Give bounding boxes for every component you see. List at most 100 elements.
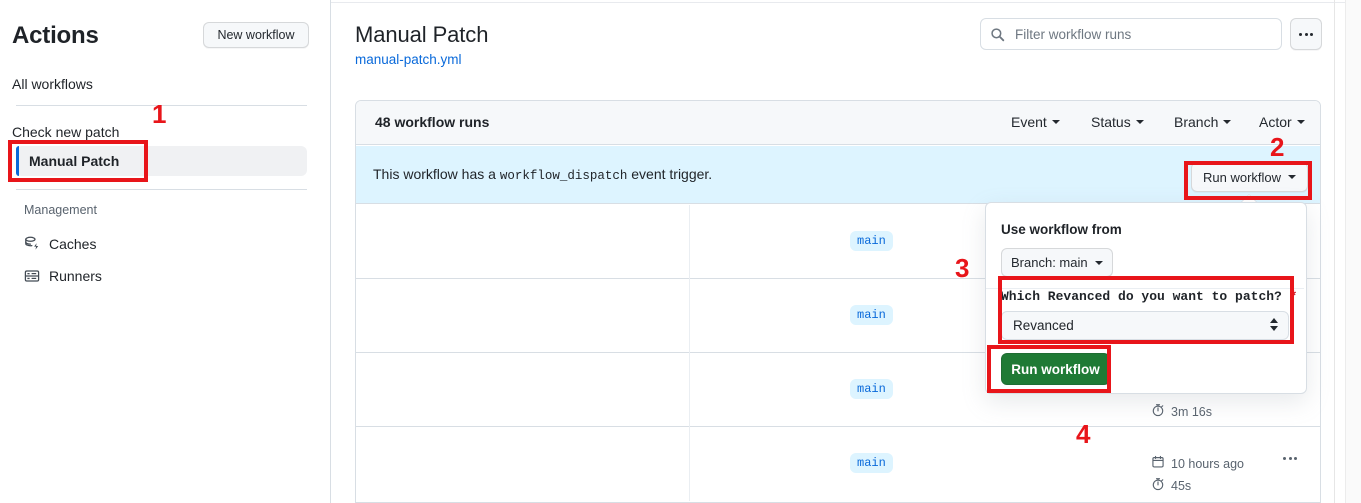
sidebar-item-all-workflows[interactable]: All workflows xyxy=(12,73,93,95)
run-workflow-button-label: Run workflow xyxy=(1202,169,1282,185)
chevron-down-icon xyxy=(1288,175,1297,179)
kebab-dot xyxy=(1310,32,1313,36)
sidebar-divider-bottom xyxy=(16,189,307,190)
annotation-number-4: 4 xyxy=(1076,419,1091,449)
table-row[interactable]: main xyxy=(356,205,1320,279)
sidebar-item-runners[interactable]: Runners xyxy=(24,265,102,287)
table-row[interactable]: main 10 hours ago xyxy=(356,427,1320,501)
chevron-down-icon xyxy=(1296,120,1305,124)
run-workflow-dropdown-panel: Use workflow from Branch: main Which Rev… xyxy=(985,202,1307,394)
branch-badge[interactable]: main xyxy=(850,453,893,473)
workflow-dispatch-banner: This workflow has a workflow_dispatch ev… xyxy=(356,146,1320,204)
workflow-file-link[interactable]: manual-patch.yml xyxy=(355,52,462,67)
sidebar-item-check-new-patch[interactable]: Check new patch xyxy=(12,121,119,143)
run-date: 10 hours ago xyxy=(1151,455,1244,472)
actions-sidebar: Actions New workflow All workflows Check… xyxy=(0,0,330,503)
filter-status-dropdown[interactable]: Status xyxy=(1091,114,1144,130)
annotation-box-3 xyxy=(998,276,1294,344)
kebab-dot xyxy=(1299,32,1302,36)
chevron-down-icon xyxy=(1135,120,1144,124)
row-divider xyxy=(689,205,690,279)
sidebar-divider-top xyxy=(16,105,307,106)
sidebar-item-label: Manual Patch xyxy=(29,153,120,169)
filter-label: Branch xyxy=(1174,114,1219,130)
calendar-icon xyxy=(1151,455,1165,472)
filter-event-dropdown[interactable]: Event xyxy=(1011,114,1060,130)
sidebar-item-manual-patch[interactable] xyxy=(16,146,307,176)
dispatch-banner-text: This workflow has a workflow_dispatch ev… xyxy=(373,166,712,183)
filter-label: Event xyxy=(1011,114,1047,130)
workflow-runs-count: 48 workflow runs xyxy=(375,114,490,130)
stopwatch-icon xyxy=(1151,403,1165,420)
branch-badge[interactable]: main xyxy=(850,231,893,251)
dispatch-text-after: event trigger. xyxy=(631,166,713,182)
new-workflow-button-label: New workflow xyxy=(217,28,295,42)
workflow-title: Manual Patch xyxy=(355,22,489,47)
filter-label: Status xyxy=(1091,114,1131,130)
sidebar-active-indicator xyxy=(16,146,19,176)
annotation-number-2: 2 xyxy=(1270,132,1285,162)
sidebar-item-label: Check new patch xyxy=(12,124,120,140)
chevron-up-icon xyxy=(1270,318,1278,323)
table-row[interactable]: main 3m 16s xyxy=(356,353,1320,427)
run-workflow-dropdown-button[interactable]: Run workflow xyxy=(1191,162,1308,192)
page-title-actions: Actions xyxy=(12,22,99,49)
branch-select-button[interactable]: Branch: main xyxy=(1001,248,1113,277)
annotation-box-1 xyxy=(8,140,148,182)
stepper-arrows-icon xyxy=(1270,318,1278,331)
annotation-number-1: 1 xyxy=(152,99,167,129)
row-divider xyxy=(689,427,690,501)
run-duration: 3m 16s xyxy=(1151,403,1212,420)
annotation-number-3: 3 xyxy=(955,253,970,283)
row-divider xyxy=(689,279,690,353)
more-options-button[interactable] xyxy=(1290,18,1322,50)
filter-actor-dropdown[interactable]: Actor xyxy=(1259,114,1305,130)
use-workflow-from-label: Use workflow from xyxy=(1001,222,1122,237)
new-workflow-button[interactable]: New workflow xyxy=(203,22,309,48)
annotation-box-2 xyxy=(1184,161,1312,200)
search-icon xyxy=(990,27,1005,42)
dropdown-divider xyxy=(986,288,1304,289)
annotation-box-4 xyxy=(987,345,1111,393)
table-row[interactable]: main xyxy=(356,279,1320,353)
branch-badge[interactable]: main xyxy=(850,379,893,399)
kebab-dot xyxy=(1288,457,1292,460)
chevron-down-icon xyxy=(1270,326,1278,331)
dispatch-text-before: This workflow has a xyxy=(373,166,496,182)
branch-select-label: Branch: main xyxy=(1011,255,1088,270)
run-duration-text: 45s xyxy=(1171,478,1192,493)
search-input[interactable] xyxy=(1013,20,1267,48)
workflow-runs-card: 48 workflow runs Event Status Branch Act… xyxy=(355,100,1321,503)
sidebar-item-caches[interactable]: Caches xyxy=(24,233,96,255)
kebab-dot xyxy=(1304,32,1308,36)
branch-badge[interactable]: main xyxy=(850,305,893,325)
kebab-dot xyxy=(1294,457,1297,460)
workflow-input-label-text: Which Revanced do you want to patch? xyxy=(1001,289,1282,304)
page-top-hairline xyxy=(0,2,1361,3)
dispatch-event-code: workflow_dispatch xyxy=(499,169,628,183)
filter-branch-dropdown[interactable]: Branch xyxy=(1174,114,1232,130)
viewport-right-edge xyxy=(1334,0,1335,503)
revanced-select[interactable]: Revanced xyxy=(1001,311,1289,340)
chevron-down-icon xyxy=(1051,120,1060,124)
run-duration-text: 3m 16s xyxy=(1171,404,1212,419)
sidebar-right-border xyxy=(330,0,331,503)
stopwatch-icon xyxy=(1151,477,1165,494)
filter-workflow-runs-search[interactable] xyxy=(980,18,1282,50)
cache-icon xyxy=(24,236,40,252)
sidebar-section-management: Management xyxy=(24,203,97,217)
sidebar-item-label: Runners xyxy=(49,268,102,284)
run-date-text: 10 hours ago xyxy=(1171,456,1244,471)
workflow-runs-header: 48 workflow runs Event Status Branch Act… xyxy=(356,101,1320,145)
chevron-down-icon xyxy=(1223,120,1232,124)
sidebar-item-label: All workflows xyxy=(12,76,93,92)
chevron-down-icon xyxy=(1094,260,1103,265)
submit-run-workflow-button[interactable]: Run workflow xyxy=(1001,353,1110,385)
row-more-options-button[interactable] xyxy=(1283,457,1297,460)
filter-label: Actor xyxy=(1259,114,1292,130)
submit-run-workflow-label: Run workflow xyxy=(1011,361,1100,377)
runners-icon xyxy=(24,268,40,284)
revanced-select-value: Revanced xyxy=(1013,318,1074,333)
vertical-scrollbar-track[interactable] xyxy=(1345,0,1361,503)
sidebar-item-label: Caches xyxy=(49,236,97,252)
